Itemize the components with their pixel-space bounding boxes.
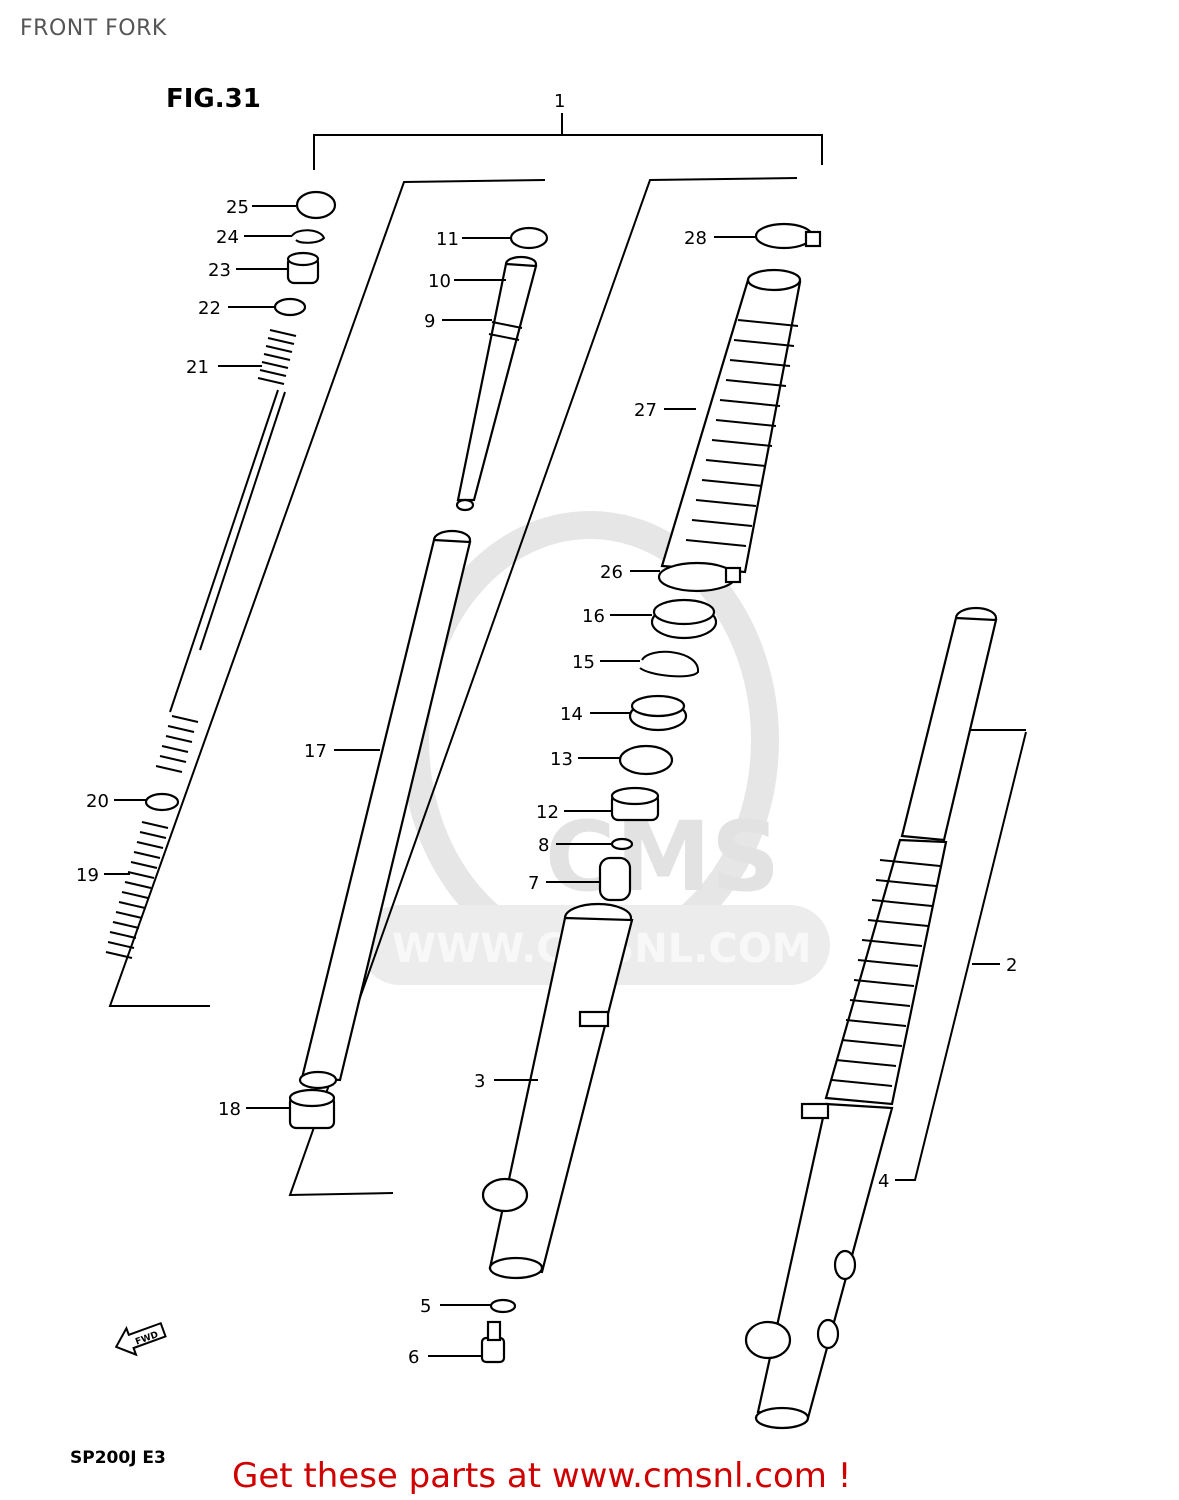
oil-seal <box>628 694 688 732</box>
spring-upper <box>155 329 297 773</box>
callout-24: 24 <box>216 227 239 248</box>
page-title: FRONT FORK <box>20 16 167 41</box>
callout-28: 28 <box>684 228 707 249</box>
spring-lower <box>105 821 169 959</box>
callout-19: 19 <box>76 865 99 886</box>
group-frame-right-leg <box>895 729 1027 1181</box>
callout-14: 14 <box>560 704 583 725</box>
fork-cap <box>295 190 337 220</box>
fork-plug <box>286 251 320 285</box>
callout-7: 7 <box>528 873 539 894</box>
circlip <box>291 229 326 244</box>
callout-23: 23 <box>208 260 231 281</box>
figure-label: FIG.31 <box>166 84 261 114</box>
watermark-brand: CMS <box>545 801 780 913</box>
spacer-washer <box>144 792 180 812</box>
stopper-ring <box>639 650 700 678</box>
callout-21: 21 <box>186 357 209 378</box>
callout-12: 12 <box>536 802 559 823</box>
callout-20: 20 <box>86 791 109 812</box>
leader-lines <box>104 205 1000 1357</box>
slide-bush <box>288 1088 336 1130</box>
boot-clamp-top <box>754 222 822 250</box>
callout-3: 3 <box>474 1071 485 1092</box>
drain-washer <box>489 1298 517 1314</box>
damper-rod <box>455 255 538 512</box>
inner-tube <box>298 529 472 1090</box>
callout-22: 22 <box>198 298 221 319</box>
group-frame-outer-tube <box>288 177 798 1197</box>
callout-10: 10 <box>428 271 451 292</box>
callout-1: 1 <box>554 91 565 112</box>
boot-clamp-bottom <box>657 561 742 593</box>
callout-27: 27 <box>634 400 657 421</box>
oil-lock-piece <box>598 856 632 902</box>
callout-16: 16 <box>582 606 605 627</box>
callout-2: 2 <box>1006 955 1017 976</box>
callout-18: 18 <box>218 1099 241 1120</box>
callout-9: 9 <box>424 311 435 332</box>
callout-5: 5 <box>420 1296 431 1317</box>
model-code: SP200J E3 <box>70 1448 166 1468</box>
fork-assembly-right <box>744 606 998 1430</box>
callout-8: 8 <box>538 835 549 856</box>
callout-25: 25 <box>226 197 249 218</box>
piston-ring <box>509 226 549 250</box>
callout-13: 13 <box>550 749 573 770</box>
assembly-bracket <box>313 113 823 170</box>
callout-11: 11 <box>436 229 459 250</box>
forward-arrow-icon: FWD <box>114 1321 167 1357</box>
drain-bolt <box>480 1320 506 1364</box>
guide-bush <box>610 786 660 822</box>
footer-cta-link[interactable]: Get these parts at www.cmsnl.com ! <box>232 1456 852 1496</box>
outer-tube-left <box>481 902 634 1280</box>
seal-spacer <box>618 744 674 776</box>
dust-seal <box>650 598 718 640</box>
callout-15: 15 <box>572 652 595 673</box>
callout-26: 26 <box>600 562 623 583</box>
callout-6: 6 <box>408 1347 419 1368</box>
group-frame-damper <box>108 179 546 1007</box>
callout-4: 4 <box>878 1171 889 1192</box>
callout-numbers: 1 2 3 4 5 6 7 8 9 10 11 12 13 14 15 16 1… <box>76 91 1017 1368</box>
fork-boot <box>660 268 802 574</box>
o-ring <box>273 297 307 317</box>
snap-ring <box>610 837 634 851</box>
callout-17: 17 <box>304 741 327 762</box>
